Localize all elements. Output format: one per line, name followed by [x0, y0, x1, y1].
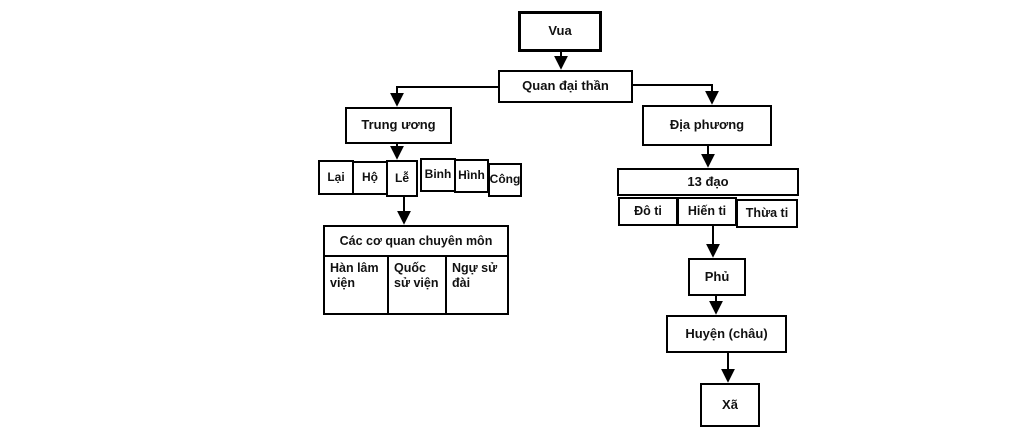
chuyen-mon-row: Hàn lâm viện Quốc sử viện Ngự sử đài — [325, 257, 507, 313]
cell-quoc-su-vien: Quốc sử viện — [389, 257, 447, 313]
node-hien-ti: Hiến ti — [677, 197, 737, 226]
chuyen-mon-header: Các cơ quan chuyên môn — [325, 227, 507, 257]
node-phu: Phủ — [688, 258, 746, 296]
node-xa: Xã — [700, 383, 760, 427]
edge-quandaithan-trunguong — [390, 86, 498, 107]
node-dia-phuong: Địa phương — [642, 105, 772, 146]
node-thua-ti: Thừa ti — [736, 199, 798, 228]
node-ministry-le: Lễ — [386, 160, 418, 197]
node-do-ti: Đô ti — [618, 197, 678, 226]
node-trung-uong: Trung ương — [345, 107, 452, 144]
cell-ngu-su-dai: Ngự sử đài — [452, 261, 498, 290]
node-ministry-ho: Hộ — [352, 161, 388, 195]
node-ministry-lai: Lại — [318, 160, 354, 195]
cell-han-lam-vien: Hàn lâm viện — [325, 257, 389, 313]
node-ministry-hinh: Hình — [454, 159, 489, 193]
edge-quandaithan-diaphuong — [633, 84, 719, 105]
node-ministry-cong: Công — [488, 163, 522, 197]
node-ministry-binh: Binh — [420, 158, 456, 192]
node-vua: Vua — [518, 11, 602, 52]
node-huyen-chau: Huyện (châu) — [666, 315, 787, 353]
node-quan-dai-than: Quan đại thần — [498, 70, 633, 103]
node-13-dao: 13 đạo — [617, 168, 799, 196]
node-chuyen-mon-table: Các cơ quan chuyên môn Hàn lâm viện Quốc… — [323, 225, 509, 315]
